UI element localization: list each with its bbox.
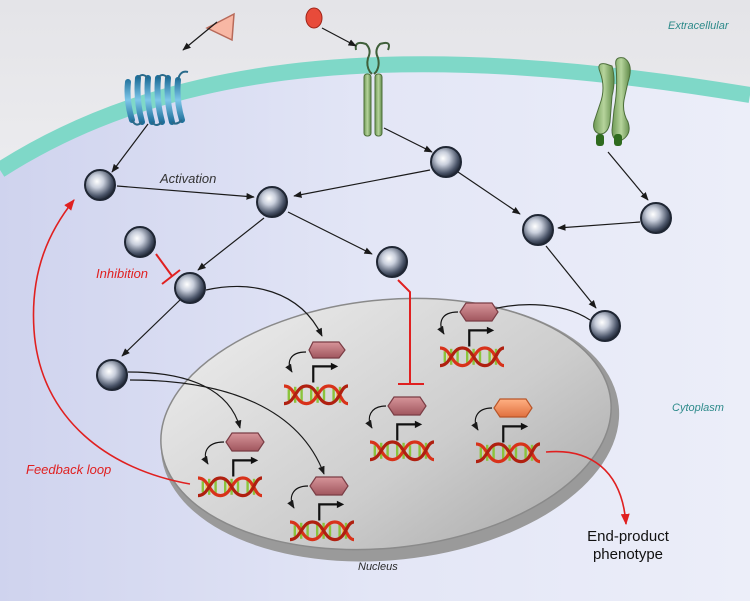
signaling-node-icon	[124, 226, 156, 258]
signaling-node-icon	[589, 310, 621, 342]
signaling-node-icon	[522, 214, 554, 246]
signaling-node-icon	[376, 246, 408, 278]
activation-arrows	[111, 21, 649, 475]
signaling-node-icon	[640, 202, 672, 234]
signaling-nodes	[84, 146, 672, 391]
nucleus-label: Nucleus	[358, 561, 398, 573]
inhibition-marks	[155, 253, 424, 385]
gpcr-receptor-icon	[124, 70, 189, 126]
transcription-factor-icon	[387, 396, 427, 416]
end-product-phenotype-label: End-product phenotype	[568, 528, 688, 564]
signaling-node-icon	[84, 169, 116, 201]
activation-label: Activation	[160, 171, 217, 186]
signaling-node-icon	[96, 359, 128, 391]
feedback-loop-arrow	[32, 199, 191, 485]
signaling-node-icon	[430, 146, 462, 178]
transcription-factor-icon	[459, 302, 499, 322]
triangle-ligand-icon	[205, 12, 235, 42]
transcription-factor-icon	[308, 341, 346, 359]
oval-ligand-icon	[305, 7, 323, 29]
transcription-factor-active-icon	[493, 398, 533, 418]
cytoplasm-label: Cytoplasm	[672, 402, 724, 414]
end-product-arrow	[545, 450, 630, 526]
transcription-factor-icon	[309, 476, 349, 496]
inhibition-label: Inhibition	[96, 266, 149, 281]
transcription-factors	[225, 302, 533, 496]
transcription-factor-icon	[225, 432, 265, 452]
tf-binding-arrows	[201, 311, 493, 509]
integrin-receptor-icon	[593, 57, 631, 146]
end-product-line-2: phenotype	[592, 546, 664, 563]
end-product-line-1: End-product	[587, 528, 669, 545]
signaling-node-icon	[256, 186, 288, 218]
signaling-node-icon	[174, 272, 206, 304]
extracellular-label: Extracellular	[668, 20, 729, 32]
feedback-loop-label: Feedback loop	[26, 462, 112, 477]
dimer-receptor-icon	[354, 41, 390, 137]
